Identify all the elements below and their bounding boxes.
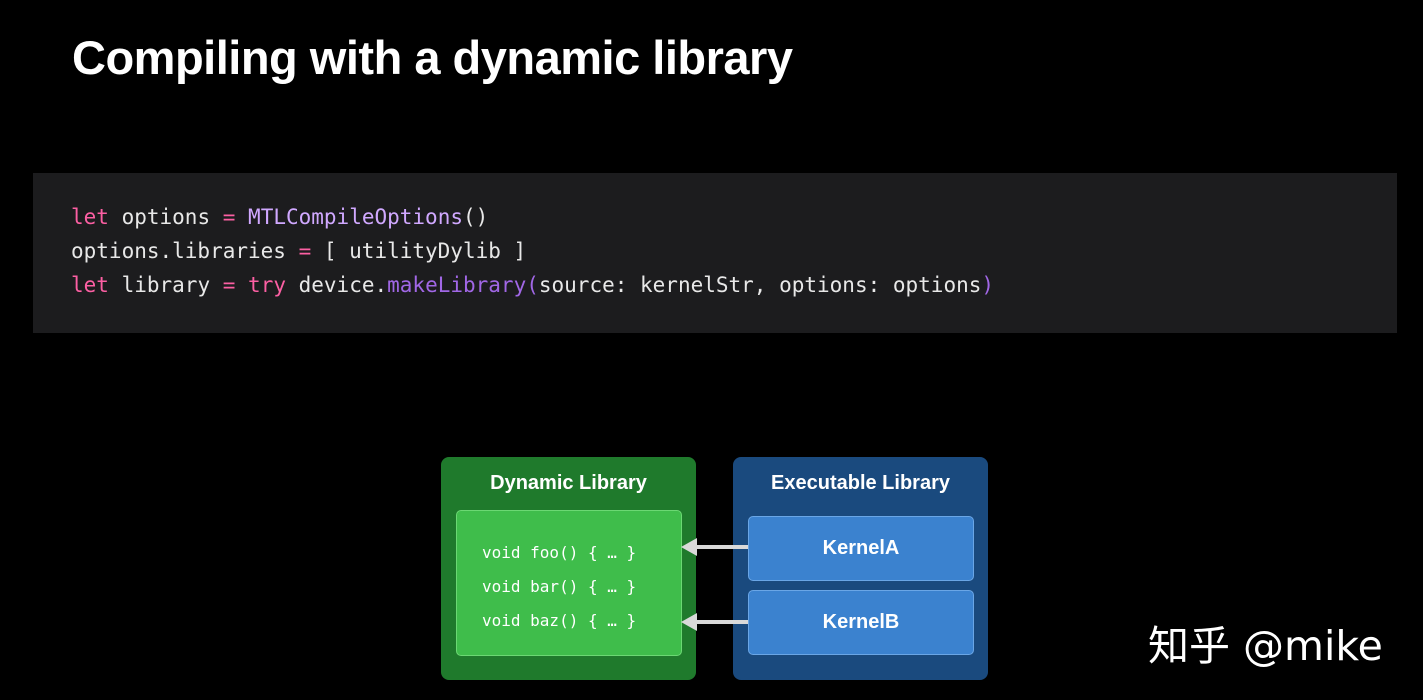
watermark: 知乎 @mike <box>1148 622 1383 670</box>
arrow-kernel-a-to-foo <box>681 538 748 556</box>
dynamic-library-functions: void foo() { … } void bar() { … } void b… <box>456 510 682 656</box>
code-token: options.libraries <box>71 239 299 263</box>
dynamic-library-title: Dynamic Library <box>490 472 647 494</box>
code-token: source: kernelStr, options: options <box>538 273 982 297</box>
function-baz: void baz() { … } <box>482 611 637 630</box>
code-line-2: options.libraries = [ utilityDylib ] <box>71 234 994 268</box>
code-token: library <box>108 273 223 297</box>
type-name: MTLCompileOptions <box>248 205 463 229</box>
paren-close: ) <box>981 273 995 297</box>
code-token: [ utilityDylib ] <box>311 239 527 263</box>
keyword-let: let <box>71 273 109 297</box>
function-bar: void bar() { … } <box>482 577 637 596</box>
kernel-b-box: KernelB <box>748 590 974 655</box>
code-token: device. <box>285 273 388 297</box>
code-panel: let options = MTLCompileOptions()options… <box>33 173 1397 333</box>
code-block: let options = MTLCompileOptions()options… <box>71 200 994 302</box>
function-foo: void foo() { … } <box>482 543 637 562</box>
method-name: makeLibrary <box>387 273 527 297</box>
arrow-kernel-b-to-baz <box>681 613 748 631</box>
code-token: options <box>108 205 223 229</box>
keyword-try: try <box>248 273 286 297</box>
code-token: () <box>462 205 489 229</box>
operator-equals: = <box>298 239 312 263</box>
dynamic-library-box: Dynamic Library void foo() { … } void ba… <box>441 457 696 680</box>
operator-equals: = <box>222 205 236 229</box>
kernel-a-box: KernelA <box>748 516 974 581</box>
paren-open: ( <box>526 273 539 297</box>
slide-title: Compiling with a dynamic library <box>72 31 793 84</box>
executable-library-title: Executable Library <box>771 472 950 494</box>
code-line-3: let library = try device.makeLibrary(sou… <box>71 268 994 302</box>
code-line-1: let options = MTLCompileOptions() <box>71 200 994 234</box>
keyword-let: let <box>71 205 109 229</box>
operator-equals: = <box>222 273 236 297</box>
executable-library-box: Executable Library KernelA KernelB <box>733 457 988 680</box>
